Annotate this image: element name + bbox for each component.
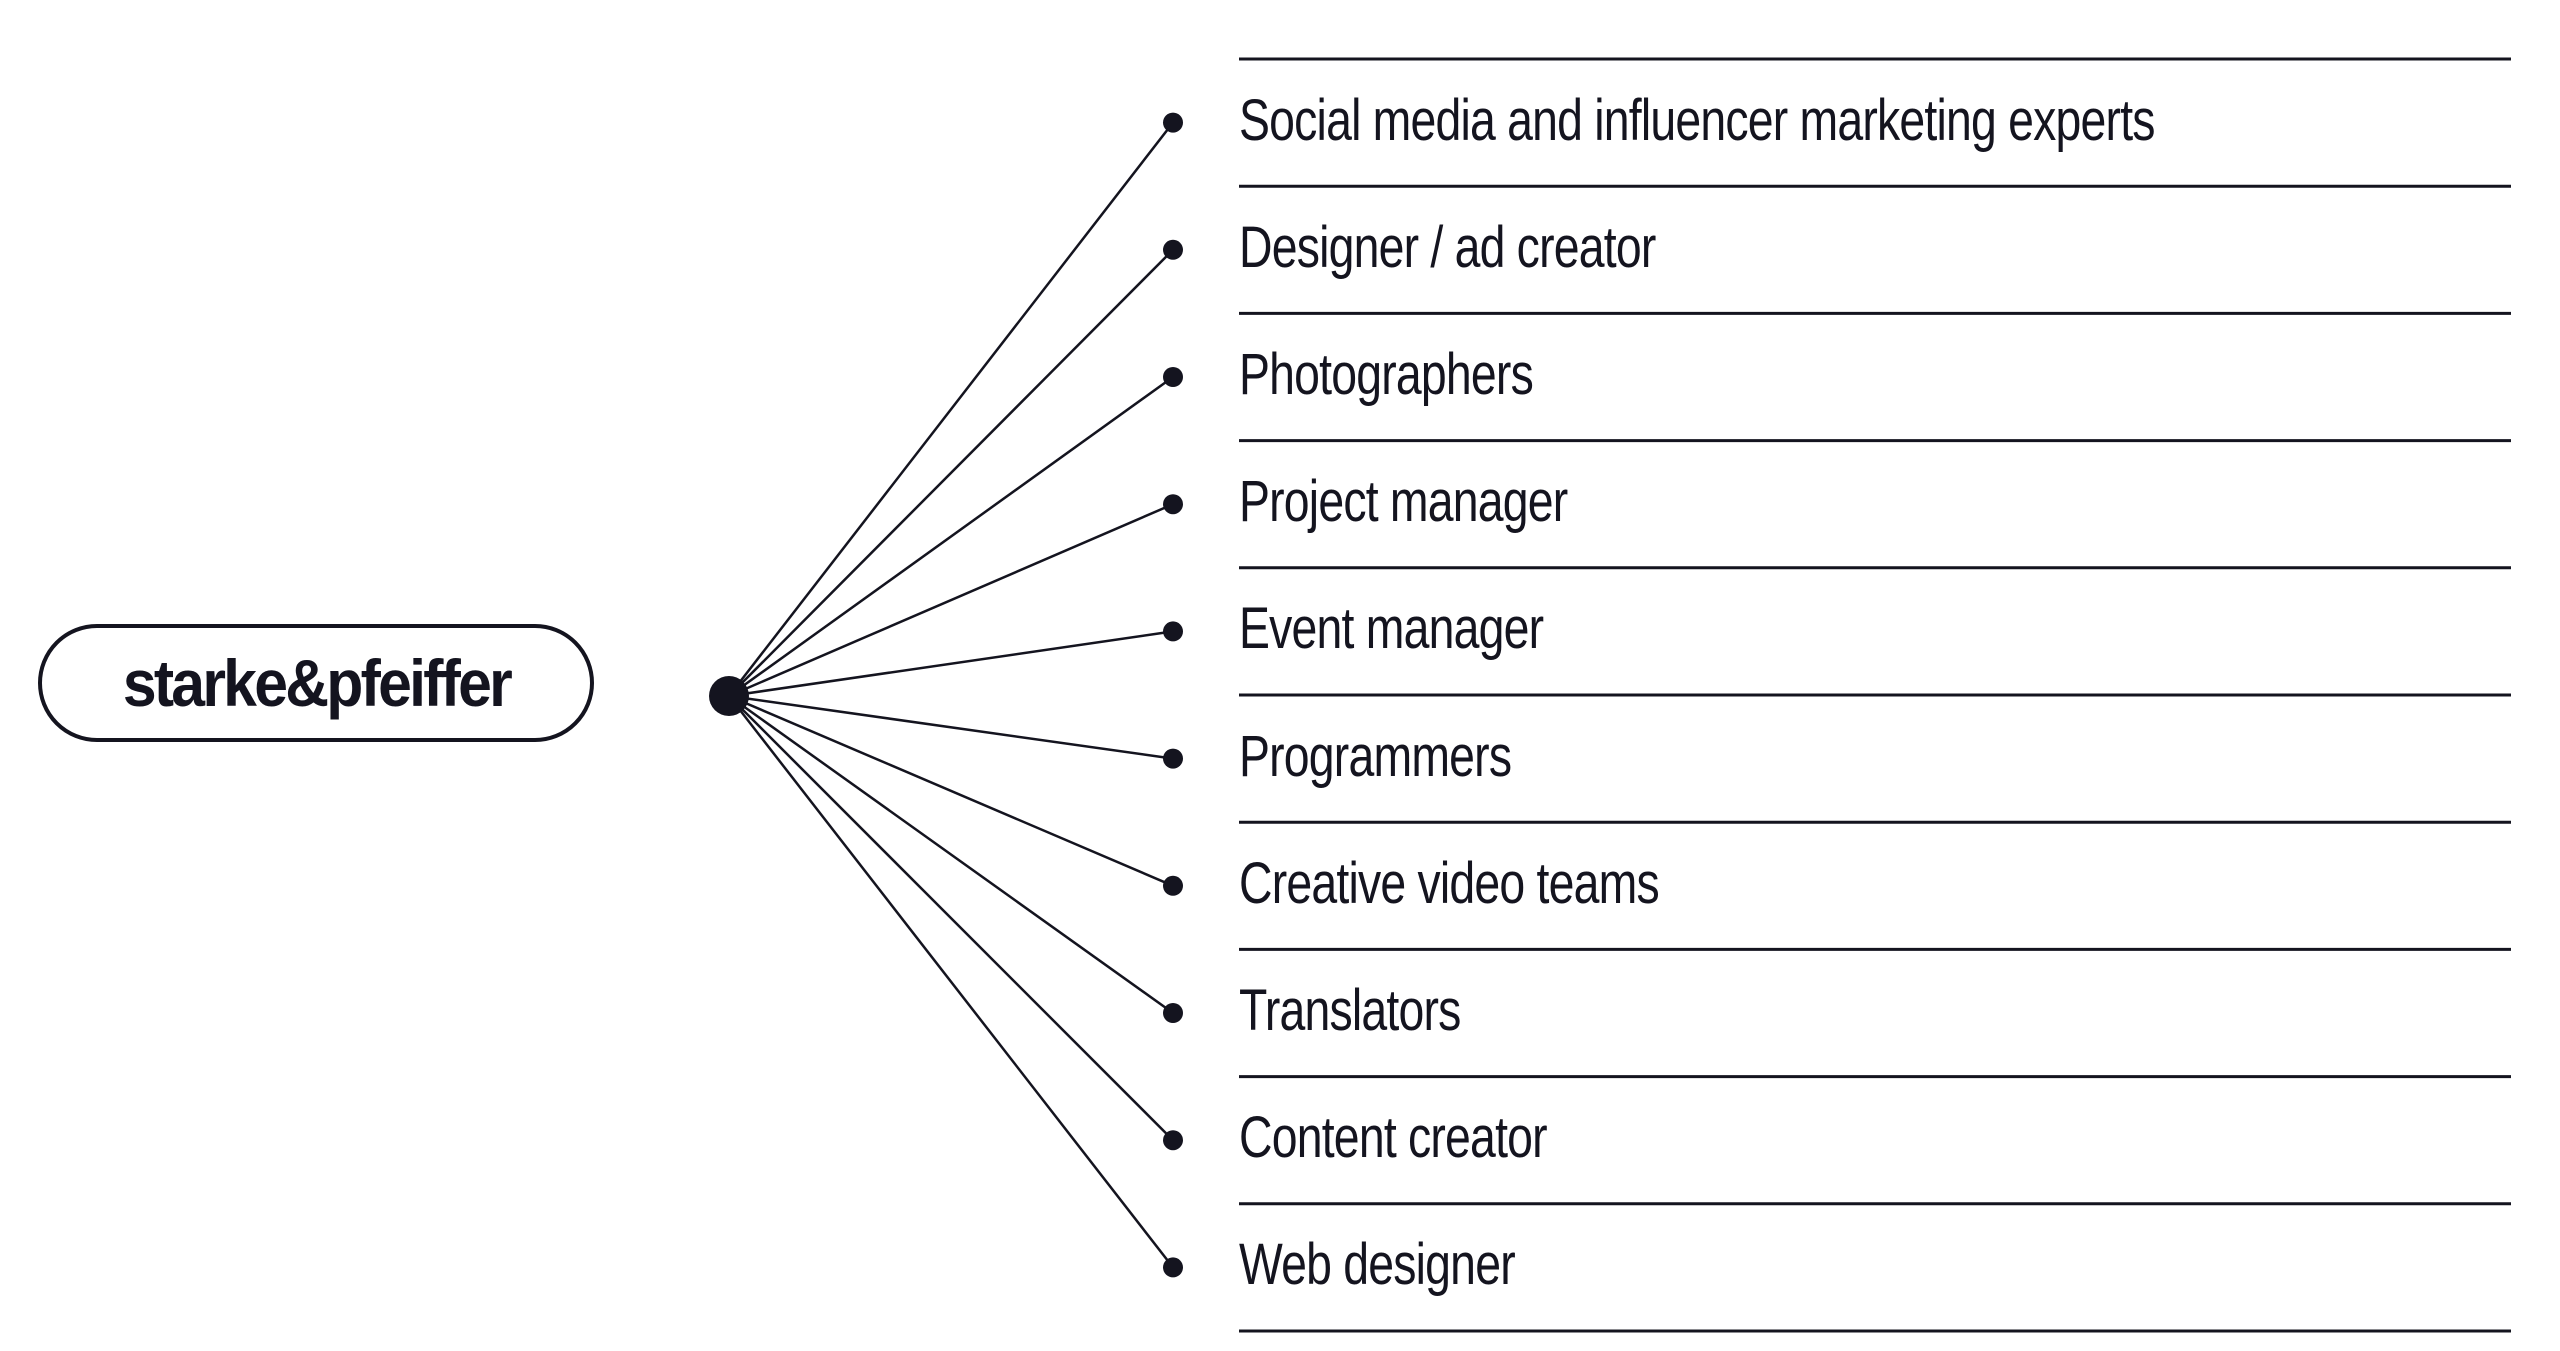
- bullet-dot: [1163, 367, 1183, 387]
- hub-dot: [709, 676, 749, 716]
- bullet-dot: [1163, 621, 1183, 642]
- bullet-dot: [1163, 1257, 1183, 1278]
- role-item: Creative video teams: [1239, 850, 1660, 916]
- role-item: Designer / ad creator: [1239, 214, 1656, 280]
- connector-line: [728, 694, 1174, 760]
- connector-line: [728, 248, 1174, 697]
- connector-line: [728, 695, 1174, 1269]
- bullet-dot: [1163, 748, 1183, 769]
- role-item: Event manager: [1239, 596, 1544, 662]
- role-item: Content creator: [1239, 1105, 1548, 1171]
- connector-line: [728, 375, 1174, 698]
- connector-line: [728, 694, 1174, 887]
- role-item: Social media and influencer marketing ex…: [1239, 87, 2155, 153]
- connector-line: [728, 694, 1174, 1015]
- connector-line: [728, 695, 1174, 1142]
- role-item: Programmers: [1239, 723, 1512, 789]
- bullet-dot: [1163, 1130, 1183, 1151]
- bullet-dot: [1163, 239, 1183, 260]
- role-item: Web designer: [1239, 1232, 1516, 1298]
- logo-text: starke&pfeiffer: [122, 646, 512, 720]
- connector-line: [728, 121, 1174, 697]
- role-item: Project manager: [1239, 469, 1568, 535]
- bullet-dot: [1163, 494, 1183, 515]
- bullet-dot: [1163, 112, 1183, 133]
- bullet-dot: [1163, 1003, 1183, 1023]
- connector-line: [728, 503, 1174, 698]
- connector-line: [728, 630, 1174, 698]
- bullet-dot: [1163, 875, 1183, 896]
- role-item: Translators: [1239, 978, 1461, 1043]
- company-logo: starke&pfeiffer: [38, 624, 594, 742]
- role-item: Photographers: [1239, 342, 1534, 407]
